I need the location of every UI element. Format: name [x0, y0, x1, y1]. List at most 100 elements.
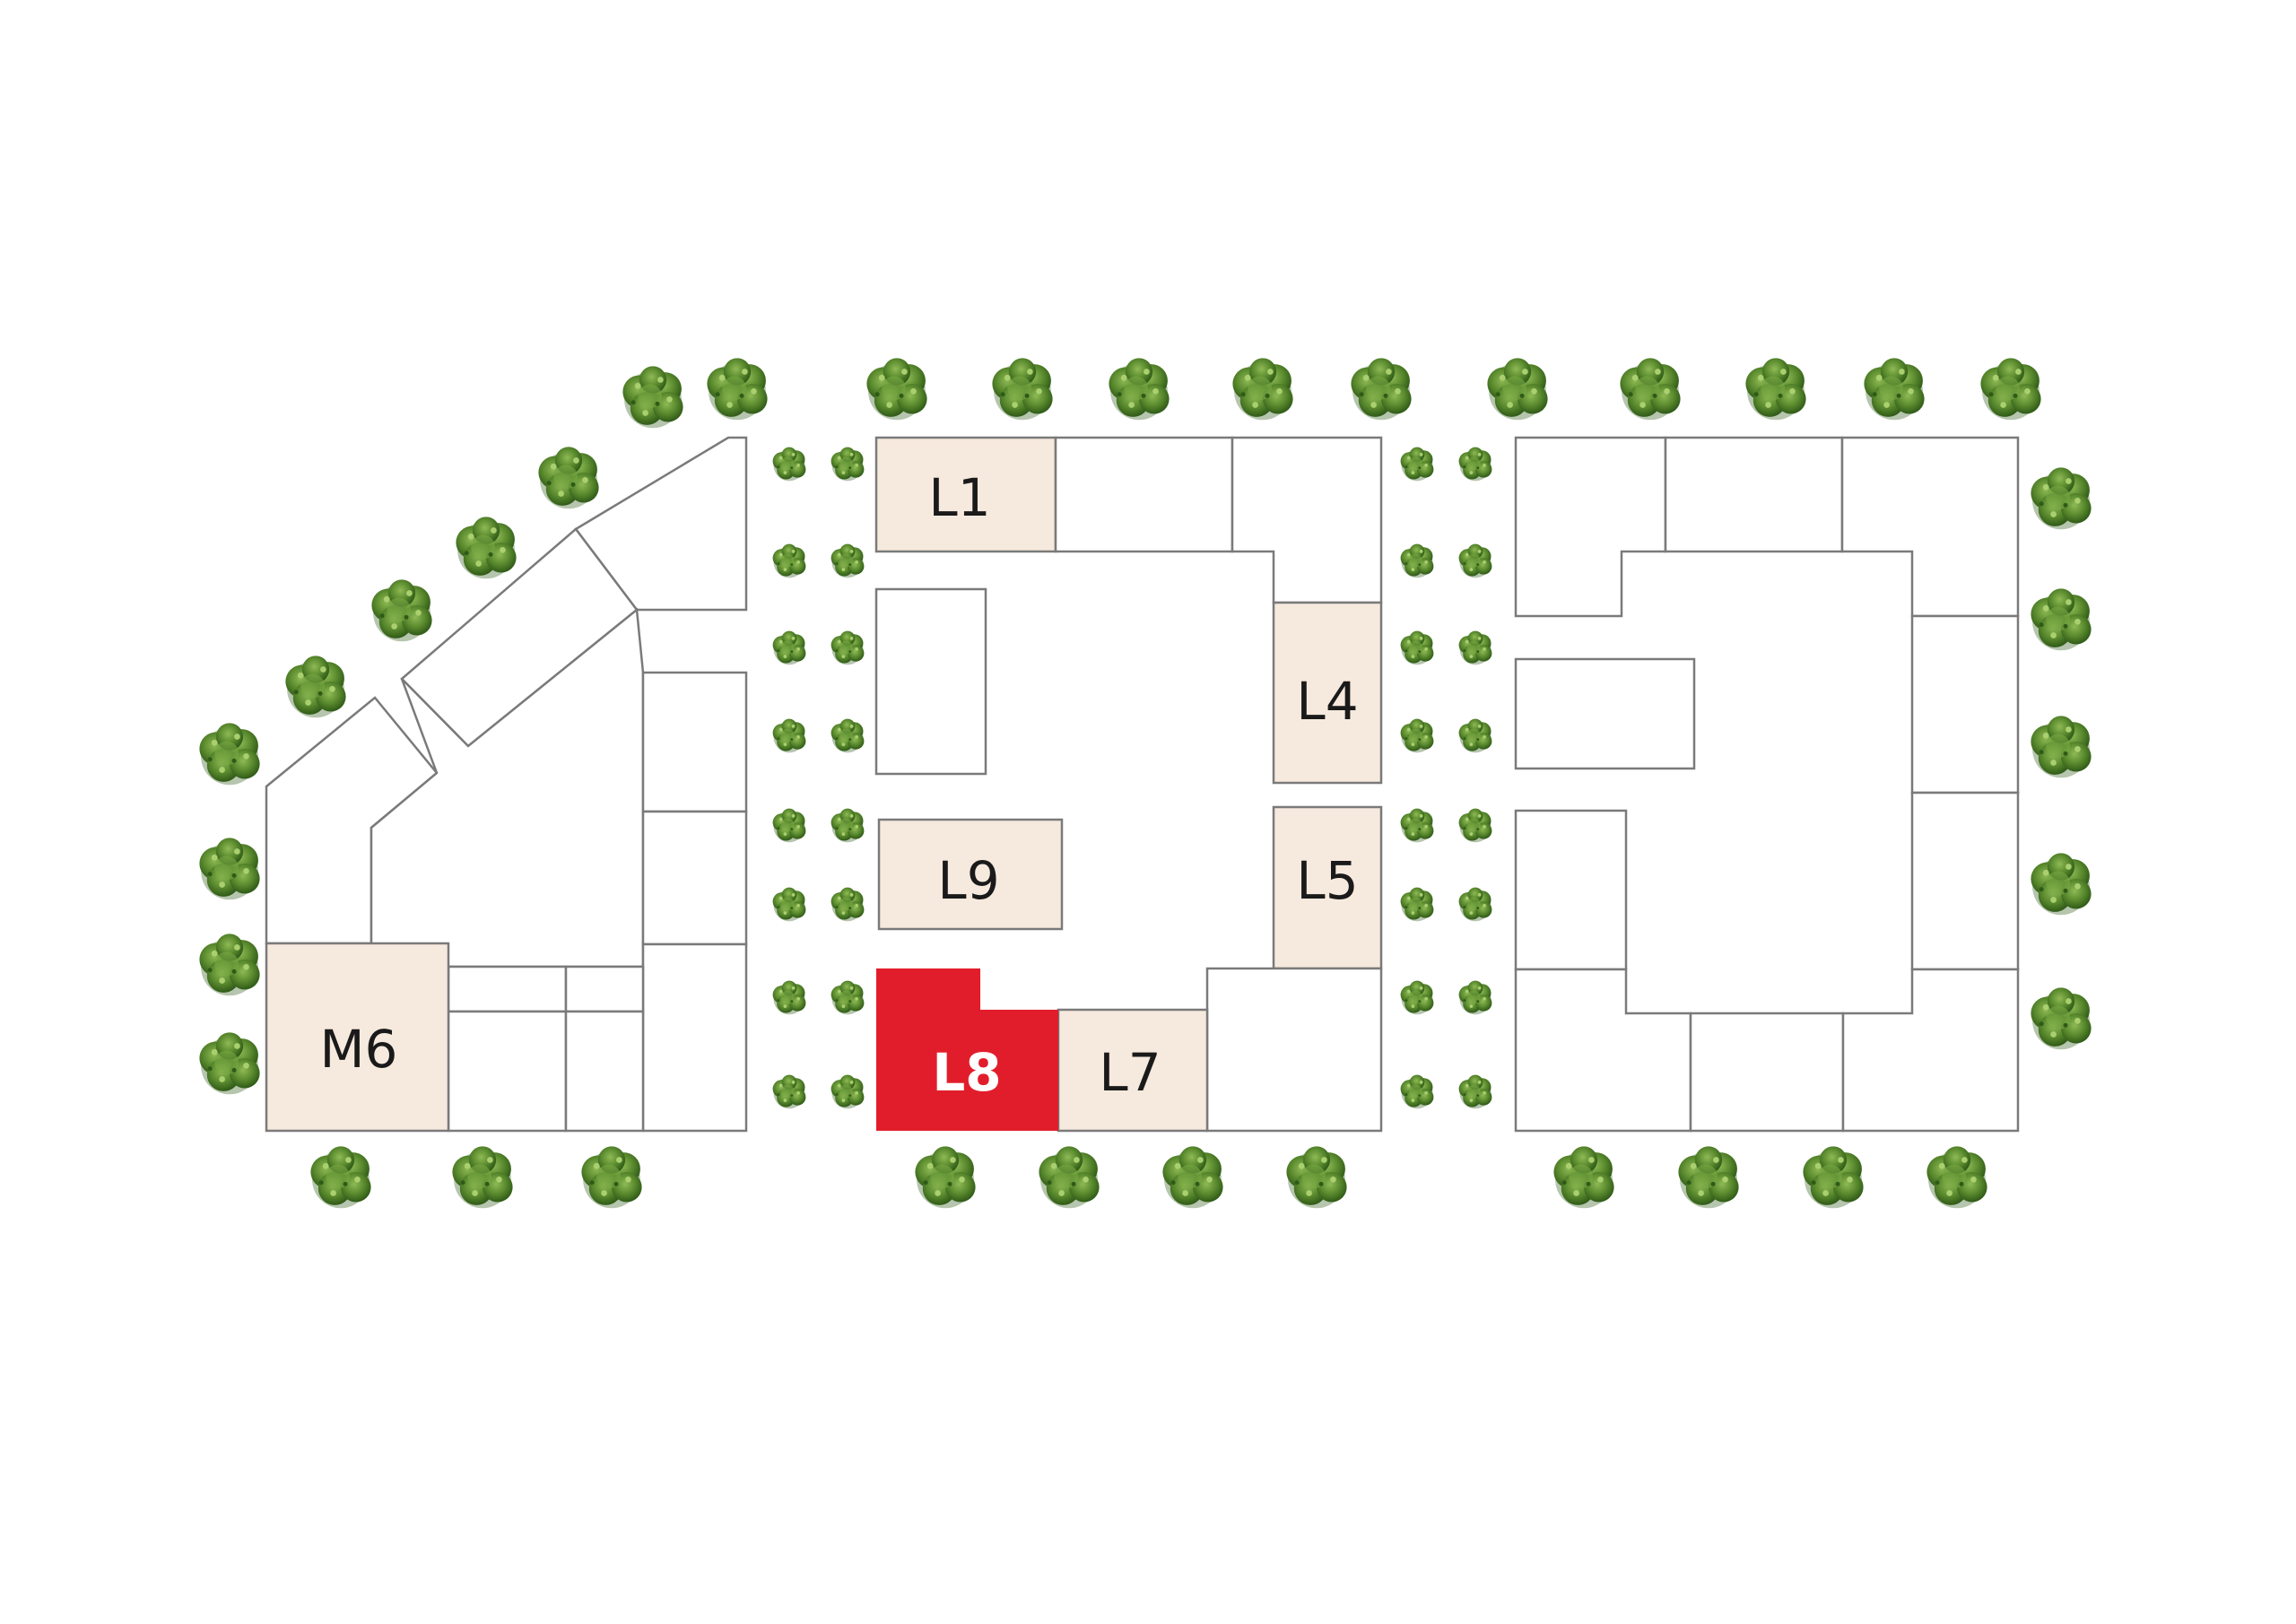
building-right-inner: [1514, 657, 1696, 770]
tree-icon: [1745, 358, 1806, 421]
building-right-left-col: [1514, 809, 1628, 971]
tree-icon: [772, 630, 806, 665]
unit-m6[interactable]: [265, 942, 450, 1133]
building-left-bottom-2: [564, 965, 645, 1013]
building-left-bottom-3: [447, 1010, 568, 1133]
building-right-bottom-left: [1514, 968, 1692, 1133]
tree-icon: [831, 543, 865, 578]
unit-l4-label: L4: [1296, 671, 1358, 732]
unit-l5-label: L5: [1296, 850, 1358, 911]
tree-icon: [581, 1146, 642, 1209]
tree-icon: [1400, 630, 1434, 665]
building-left-bottom-1: [447, 965, 568, 1013]
tree-icon: [199, 1032, 260, 1095]
tree-icon: [1232, 358, 1293, 421]
tree-icon: [2031, 853, 2092, 916]
tree-icon: [1620, 358, 1681, 421]
tree-icon: [1458, 887, 1492, 922]
tree-icon: [1400, 980, 1434, 1015]
tree-icon: [1980, 358, 2041, 421]
unit-l1[interactable]: [874, 436, 1057, 553]
tree-icon: [1458, 808, 1492, 843]
building-right-top-3: [1840, 436, 2020, 618]
tree-icon: [1458, 718, 1492, 753]
building-mid-bottom-right: [1205, 967, 1383, 1133]
tree-icon: [1926, 1146, 1987, 1209]
tree-icon: [2031, 467, 2092, 530]
tree-icon: [1678, 1146, 1739, 1209]
unit-l9-label: L9: [937, 850, 999, 911]
tree-icon: [1458, 447, 1492, 482]
building-right-bottom-3: [1841, 968, 2020, 1133]
building-right-top-2: [1664, 436, 1844, 553]
tree-icon: [1400, 718, 1434, 753]
tree-icon: [915, 1146, 976, 1209]
tree-icon: [199, 934, 260, 996]
tree-icon: [772, 543, 806, 578]
tree-icon: [831, 980, 865, 1015]
tree-icon: [1487, 358, 1548, 421]
unit-l9[interactable]: [877, 818, 1064, 931]
tree-icon: [1286, 1146, 1347, 1209]
building-mid-top-1: [1054, 436, 1234, 553]
tree-icon: [831, 808, 865, 843]
unit-l8-label: L8: [932, 1042, 1001, 1103]
tree-icon: [199, 723, 260, 786]
tree-icon: [1553, 1146, 1614, 1209]
tree-icon: [2031, 716, 2092, 778]
unit-l7[interactable]: [1057, 1008, 1209, 1133]
left-building-block: M6: [265, 436, 748, 1133]
unit-l1-label: L1: [928, 467, 990, 528]
tree-icon: [1351, 358, 1412, 421]
tree-icon: [452, 1146, 513, 1209]
tree-icon: [1400, 447, 1434, 482]
middle-building-block: L1 L4 L9 L5 L7 L8: [874, 436, 1383, 1133]
tree-icon: [831, 630, 865, 665]
building-left-bottom-4: [564, 1010, 645, 1133]
tree-icon: [2031, 588, 2092, 651]
tree-icon: [866, 358, 927, 421]
tree-icon: [1400, 808, 1434, 843]
building-right-col-2: [1910, 791, 2020, 971]
tree-icon: [199, 838, 260, 900]
tree-icon: [831, 447, 865, 482]
unit-m6-label: M6: [320, 1019, 398, 1080]
tree-icon: [371, 579, 432, 642]
tree-icon: [1400, 887, 1434, 922]
building-mid-inner: [874, 587, 987, 776]
tree-icon: [1458, 630, 1492, 665]
tree-icon: [1400, 1074, 1434, 1109]
tree-icon: [1458, 980, 1492, 1015]
unit-l5[interactable]: [1272, 805, 1383, 970]
tree-icon: [1039, 1146, 1100, 1209]
tree-icon: [1109, 358, 1170, 421]
tree-icon: [831, 718, 865, 753]
unit-l7-label: L7: [1099, 1042, 1161, 1103]
building-right-top-1: [1514, 436, 1667, 618]
building-right-bottom-2: [1689, 1012, 1845, 1133]
tree-icon: [1864, 358, 1925, 421]
building-wedge-top: [574, 436, 748, 612]
tree-icon: [2031, 987, 2092, 1050]
tree-icon: [772, 718, 806, 753]
tree-icon: [1803, 1146, 1864, 1209]
tree-icon: [622, 366, 683, 429]
building-right-col-1: [1910, 614, 2020, 795]
unit-l4[interactable]: [1272, 601, 1383, 785]
unit-l8-selected[interactable]: [876, 968, 1058, 1131]
tree-icon: [1458, 543, 1492, 578]
tree-icon: [992, 358, 1053, 421]
tree-icon: [707, 358, 768, 421]
tree-icon: [1400, 543, 1434, 578]
tree-icon: [772, 447, 806, 482]
right-building-block: [1514, 436, 2020, 1133]
tree-icon: [285, 656, 346, 718]
tree-icon: [831, 1074, 865, 1109]
tree-icon: [456, 517, 517, 579]
tree-icon: [772, 1074, 806, 1109]
building-left-col-1: [641, 671, 748, 813]
tree-icon: [772, 808, 806, 843]
building-left-col-3: [641, 942, 748, 1133]
building-left-col-2: [641, 810, 748, 946]
